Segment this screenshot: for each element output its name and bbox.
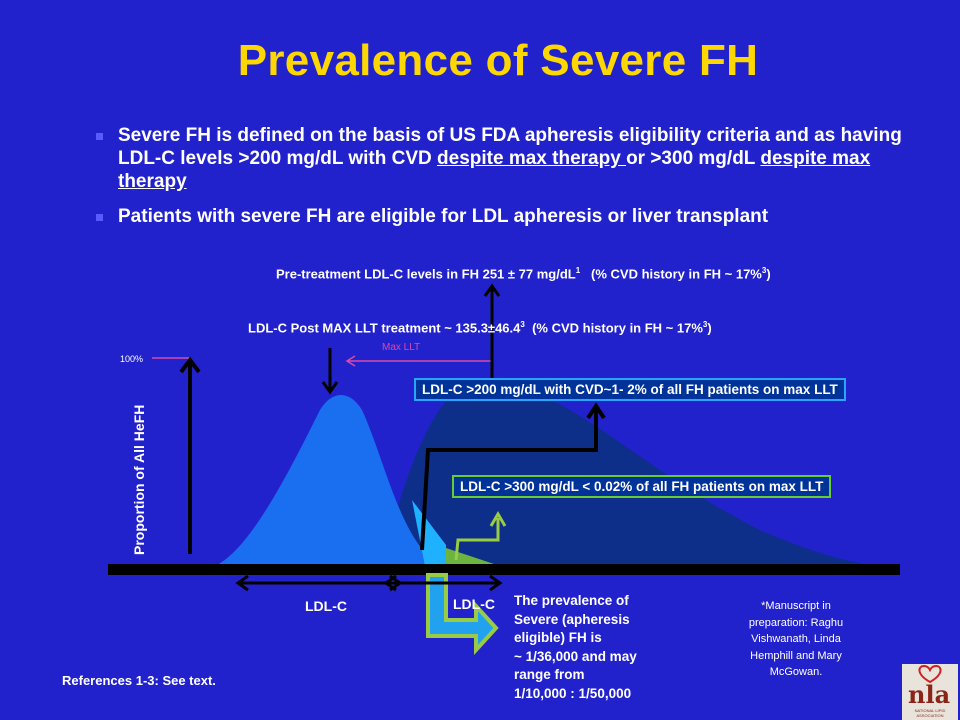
- bullet-list: Severe FH is defined on the basis of US …: [92, 124, 922, 240]
- x-axis-label-left: LDL-C: [305, 598, 347, 614]
- prevalence-line: Severe (apheresis: [514, 611, 630, 627]
- tail-highlight-cyan: [412, 500, 446, 566]
- prevalence-line: The prevalence of: [514, 593, 629, 608]
- nla-logo: nla NATIONAL LIPID ASSOCIATION: [902, 664, 958, 720]
- ldlc-range-right-head-l: [383, 574, 397, 592]
- pre-treatment-cvd-text: (% CVD history in FH ~ 17%: [591, 266, 762, 282]
- hundred-pct-label: 100%: [120, 354, 144, 364]
- ldlc-range-right-head-r: [489, 574, 503, 592]
- pre-treatment-label: Pre-treatment LDL-C levels in FH 251 ± 7…: [276, 266, 771, 281]
- references-note: References 1-3: See text.: [62, 673, 216, 688]
- gt300-eligibility-box: LDL-C >300 mg/dL < 0.02% of all FH patie…: [452, 475, 832, 498]
- bullet-severe-fh-definition: Severe FH is defined on the basis of US …: [92, 124, 922, 193]
- bullet-text: Patients with severe FH are eligible for…: [118, 206, 769, 227]
- post-treatment-curve: [215, 395, 440, 566]
- pre-treatment-cvd-sup: 3: [761, 266, 767, 275]
- cvd-eligibility-box: LDL-C >200 mg/dL with CVD~1- 2% of all F…: [414, 378, 846, 401]
- gt300-step-arrow-head: [489, 511, 507, 527]
- pre-treatment-arrow-head: [483, 283, 501, 297]
- post-treatment-cvd-sup: 3: [702, 320, 708, 329]
- bullet-underlined-text: despite max therapy: [118, 148, 871, 192]
- bullet-square-icon: [96, 133, 103, 140]
- post-treatment-cvd-text: (% CVD history in FH ~ 17%: [532, 320, 703, 336]
- prevalence-line: range from: [514, 667, 585, 682]
- manuscript-line: Vishwanath, Linda: [751, 633, 841, 645]
- pre-treatment-curve: [380, 380, 880, 566]
- slide-title: Prevalence of Severe FH: [237, 36, 759, 85]
- bullet-text: Severe FH is defined on the basis of US …: [118, 125, 902, 169]
- bullet-square-icon: [96, 214, 103, 221]
- post-treatment-label: LDL-C Post MAX LLT treatment ~ 135.3±46.…: [248, 320, 712, 335]
- pre-treatment-sup: 1: [575, 266, 581, 275]
- pre-treatment-cvd-close: ): [766, 266, 771, 282]
- prevalence-line: eligible) FH is: [514, 630, 602, 645]
- post-treatment-cvd-close: ): [707, 320, 712, 336]
- logo-text: NATIONAL LIPID ASSOCIATION: [914, 708, 946, 718]
- prevalence-line: ~ 1/36,000 and may: [514, 648, 637, 664]
- x-axis-baseline: [108, 564, 900, 575]
- heart-icon: [918, 664, 942, 684]
- pre-treatment-text: Pre-treatment LDL-C levels in FH 251 ± 7…: [276, 266, 576, 282]
- gt300-step-arrow: [454, 518, 500, 561]
- bullet-underlined-text: despite max therapy: [437, 148, 627, 169]
- prevalence-line: 1/10,000 : 1/50,000: [514, 685, 632, 701]
- max-llt-label: Max LLT: [382, 342, 421, 353]
- prevalence-note: The prevalence of Severe (apheresis elig…: [514, 592, 684, 703]
- post-treatment-text: LDL-C Post MAX LLT treatment ~ 135.3±46.…: [248, 320, 521, 336]
- logo-mark: nla: [908, 680, 951, 709]
- cvd-step-arrow: [420, 408, 598, 551]
- prevalence-bent-arrow: [426, 573, 499, 656]
- tail-highlight-green: [446, 548, 500, 566]
- x-axis-label-right: LDL-C: [453, 596, 495, 612]
- bullet-text: or >300 mg/dL: [626, 148, 761, 169]
- max-llt-arrow-head: [345, 355, 356, 367]
- y-axis-arrow-head: [179, 356, 201, 374]
- manuscript-line: preparation: Raghu: [748, 616, 844, 629]
- manuscript-note: *Manuscript in preparation: Raghu Vishwa…: [736, 598, 856, 681]
- post-treatment-sup: 3: [520, 320, 525, 329]
- manuscript-line: McGowan.: [769, 666, 823, 678]
- manuscript-line: Hemphill and Mary: [750, 649, 842, 662]
- manuscript-line: *Manuscript in: [761, 600, 831, 612]
- y-axis-label: Proportion of All HeFH: [131, 404, 147, 555]
- cvd-step-arrow-head: [586, 402, 606, 420]
- bullet-eligibility: Patients with severe FH are eligible for…: [92, 205, 922, 228]
- ldlc-range-left-head-l: [235, 574, 249, 592]
- post-llt-arrow-head: [321, 381, 339, 395]
